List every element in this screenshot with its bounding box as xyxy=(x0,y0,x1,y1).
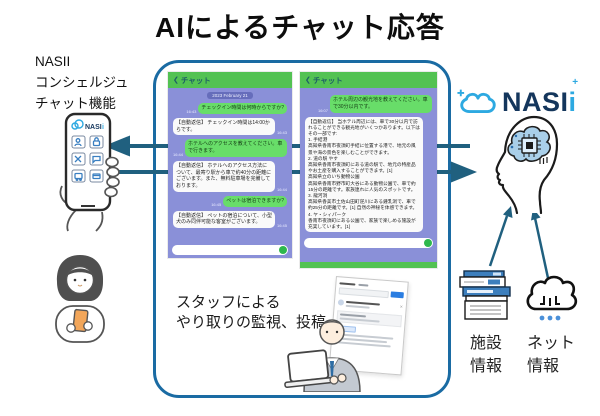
net-label-line1: ネット xyxy=(527,335,576,352)
ai-brain-head-illustration xyxy=(495,115,559,214)
arrow-left-head xyxy=(104,135,130,157)
arrow-right-head xyxy=(451,161,477,183)
net-cloud-icon xyxy=(526,275,578,321)
nasii-label-line1: NASII xyxy=(35,54,71,69)
logo-text-main: NASI xyxy=(502,86,569,117)
facility-info-label: 施設 情報 xyxy=(470,332,502,378)
cloud-logo-icon xyxy=(457,89,496,113)
arrow-net-to-head xyxy=(533,217,550,279)
nasii-label-line3: チャット機能 xyxy=(35,95,116,111)
page-title: AIによるチャット応答 xyxy=(155,12,445,43)
logo-text-accent: i+ xyxy=(568,77,578,117)
arrow-facility-to-head xyxy=(488,215,509,267)
smartphone-in-hand-illustration: NASI i xyxy=(59,112,120,232)
nasii-label-line2: コンシェルジュ xyxy=(35,74,129,90)
net-info-label: ネット 情報 xyxy=(527,332,575,378)
phone-logo-accent: i xyxy=(102,124,104,131)
phone-app-icons xyxy=(74,137,101,181)
facility-label-line1: 施設 xyxy=(470,335,503,352)
woman-with-phone-illustration xyxy=(55,255,105,343)
arrow-net-head-tip xyxy=(531,208,541,221)
nasii-logo: NASIi+ xyxy=(456,77,578,118)
phone-logo-text: NASI xyxy=(85,124,102,131)
arrow-facility-head-tip xyxy=(503,206,513,218)
net-label-line2: 情報 xyxy=(527,358,560,376)
facility-books-icon xyxy=(459,270,511,320)
logo-text: NASIi+ xyxy=(502,77,578,117)
facility-label-line2: 情報 xyxy=(470,358,503,376)
center-diagram-box xyxy=(153,60,451,398)
logo-accent-letter: i xyxy=(568,86,577,117)
sparkle-icon: + xyxy=(572,76,579,88)
nasii-feature-label: NASII コンシェルジュ チャット機能 xyxy=(35,52,129,115)
